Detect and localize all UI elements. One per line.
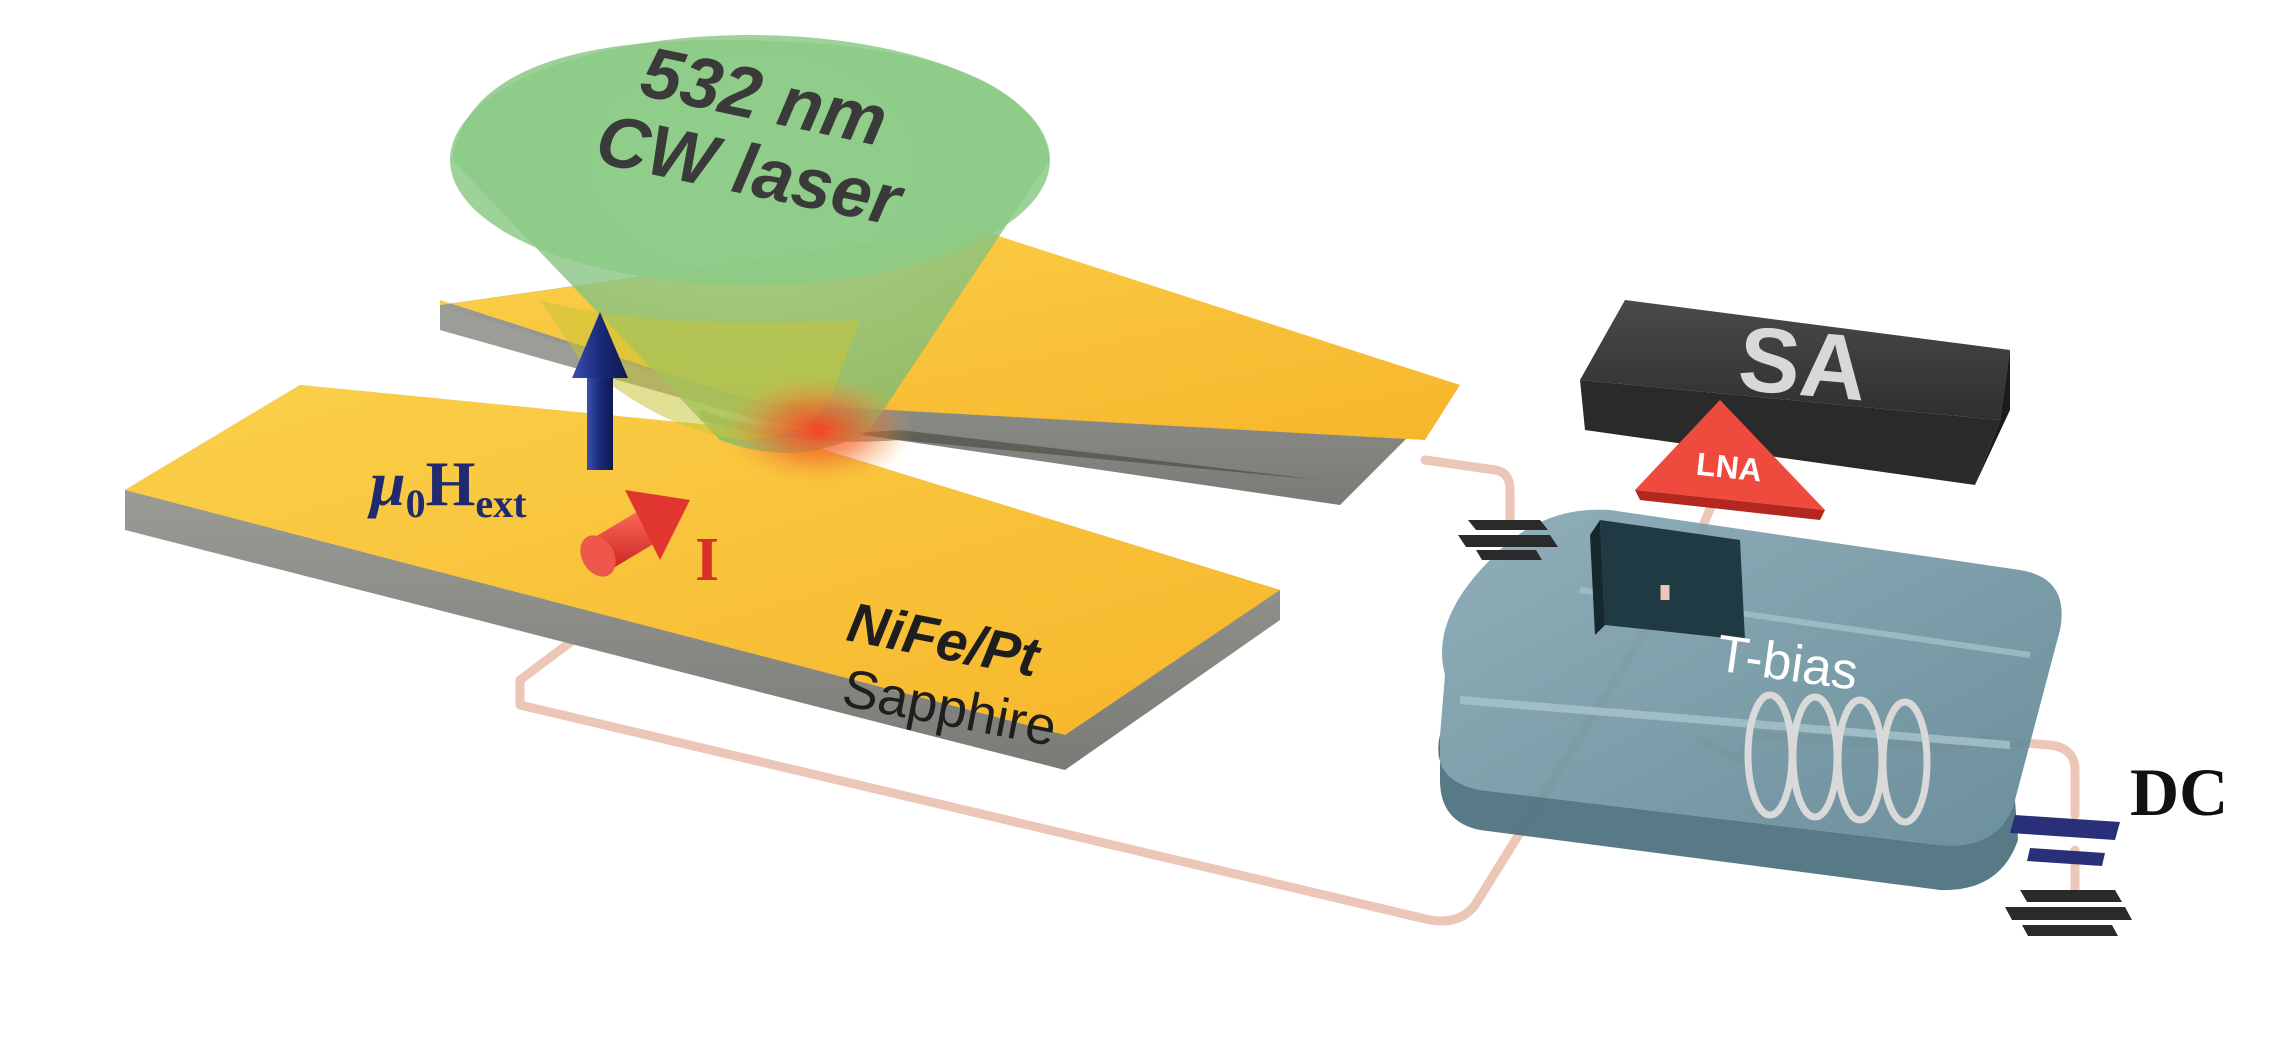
ground-symbol-upper xyxy=(1458,520,1558,560)
current-arrow xyxy=(580,490,690,577)
signal-wire-bottom xyxy=(515,595,1670,926)
ground-symbol-dc xyxy=(2005,890,2132,936)
bias-tee-box xyxy=(1438,509,2062,891)
spectrum-analyzer-box xyxy=(1580,300,2010,485)
electrode-gap xyxy=(700,410,1320,480)
laser-spot xyxy=(723,375,913,485)
analyzer-label: SA xyxy=(1735,308,1871,421)
dc-capacitor xyxy=(2010,815,2120,866)
amplifier-label: LNA xyxy=(1695,446,1764,489)
laser-beam-cone xyxy=(450,35,1050,485)
current-label: I xyxy=(695,526,719,594)
electrode-lower xyxy=(125,385,1280,770)
lna-amplifier xyxy=(1635,400,1825,520)
field-label: μ0Hext xyxy=(367,448,527,526)
ground-wire-upper xyxy=(1420,455,1515,525)
inductor-coil xyxy=(1744,691,1931,826)
field-arrow xyxy=(572,312,628,470)
dc-label: DC xyxy=(2130,754,2228,830)
